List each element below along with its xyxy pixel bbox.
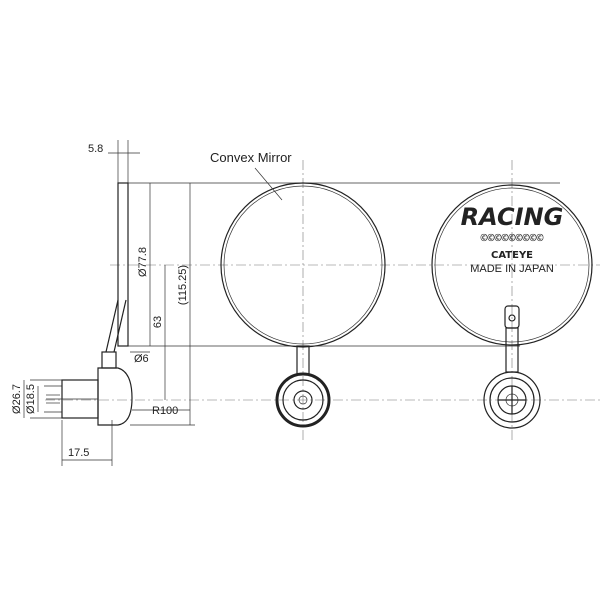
dimension-labels: 5.8 Ø77.8 (115.25) 63 Ø6 R100 Ø26.7 Ø18.… (11, 143, 189, 459)
mirror-edge-profile (117, 182, 129, 347)
arm-diameter-label: Ø6 (134, 353, 149, 365)
inner-diameter-label: Ø18.5 (25, 384, 37, 414)
convex-mirror-leader (254, 167, 283, 201)
front-clamp-inner-ring (282, 379, 324, 421)
extension-lines (30, 140, 560, 466)
clamp-body (97, 367, 133, 426)
arm-height-label: 63 (152, 316, 164, 328)
mirror-back-outline (431, 184, 593, 346)
convex-mirror-inner-rim (223, 185, 383, 345)
back-clamp-middle (489, 377, 535, 423)
arm-line-outer (105, 299, 119, 353)
arm-line-inner (113, 299, 127, 353)
front-clamp-outer-ring (275, 372, 331, 428)
clamp-length-label: 17.5 (68, 447, 89, 459)
clamp-radius-label: R100 (152, 405, 178, 417)
back-mount-hole (508, 314, 516, 322)
thickness-label: 5.8 (88, 143, 103, 155)
front-bolt-head (293, 390, 313, 410)
overall-height-label: (115.25) (177, 265, 189, 305)
cateye-brand: CATEYE (491, 250, 533, 261)
front-view (220, 182, 386, 428)
mirror-back-inner-rim (434, 187, 590, 343)
logo-subtext: ⒸⒸⒸⒸⒸⒸⒸⒸⒸ (481, 233, 544, 242)
mirror-diameter-label: Ø77.8 (137, 247, 149, 277)
side-view (46, 182, 133, 426)
convex-mirror-callout: Convex Mirror (210, 150, 292, 201)
outer-diameter-label: Ø26.7 (11, 384, 23, 414)
back-view: RACING ⒸⒸⒸⒸⒸⒸⒸⒸⒸ CATEYE MADE IN JAPAN (431, 184, 593, 429)
dimension-lines (23, 152, 191, 461)
convex-mirror-outline (220, 182, 386, 348)
back-clamp-outer (483, 371, 541, 429)
made-in-japan: MADE IN JAPAN (470, 263, 554, 275)
racing-logo: RACING (461, 203, 564, 231)
convex-mirror-label: Convex Mirror (210, 150, 292, 165)
arm-joint (101, 351, 117, 369)
front-bolt-socket (298, 395, 308, 405)
